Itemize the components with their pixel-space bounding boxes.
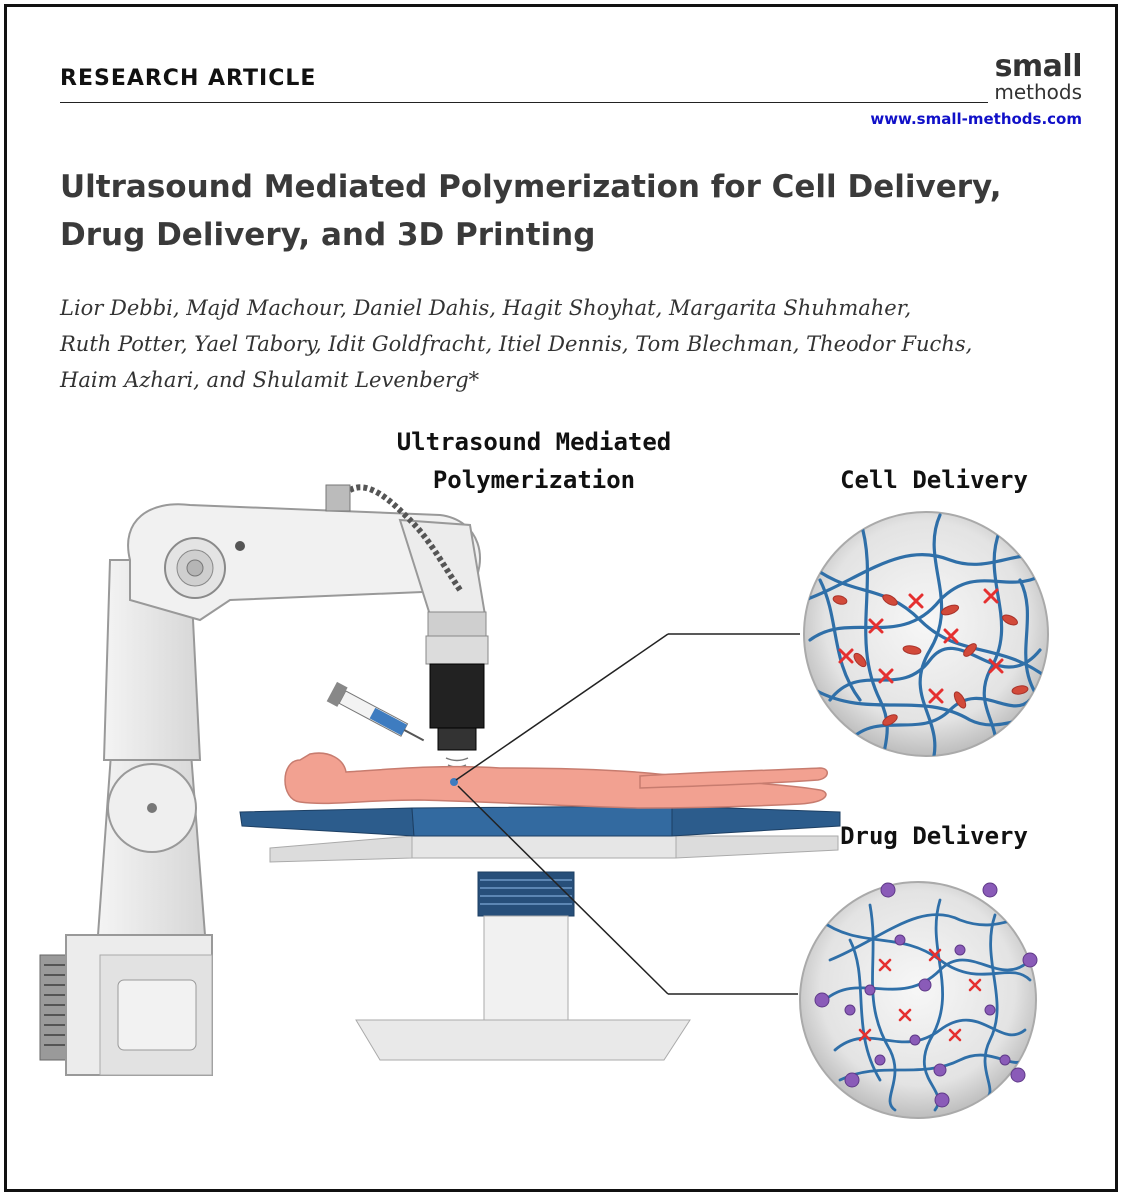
article-title: Ultrasound Mediated Polymerization for C… — [60, 169, 1002, 253]
journal-website-link[interactable]: www.small-methods.com — [870, 110, 1082, 128]
journal-logo-line1: small — [994, 49, 1083, 84]
journal-logo-line2: methods — [994, 80, 1082, 104]
label-ultrasound-line2: Polymerization — [433, 466, 635, 494]
robot-upper-arm — [127, 484, 487, 622]
author-line-2: Ruth Potter, Yael Tabory, Idit Goldfrach… — [60, 332, 973, 356]
label-ultrasound-line1: Ultrasound Mediated — [397, 428, 672, 456]
ultrasound-transducer — [425, 611, 489, 774]
robot-lower-arm — [96, 559, 207, 936]
author-list: Lior Debbi, Majd Machour, Daniel Dahis, … — [60, 290, 1080, 398]
page-border — [4, 4, 1118, 1192]
author-line-3: Haim Azhari, and Shulamit Levenberg* — [60, 368, 480, 392]
operating-table — [239, 805, 841, 1061]
cell-delivery-magnified-view — [803, 511, 1049, 757]
section-label: RESEARCH ARTICLE — [60, 66, 317, 91]
header-rule — [60, 102, 988, 103]
robot-base — [39, 934, 213, 1076]
syringe-icon — [326, 681, 425, 742]
journal-logo: small methods — [994, 49, 1083, 104]
patient-body — [284, 752, 828, 809]
callout-lines — [455, 633, 800, 995]
label-drug-delivery: Drug Delivery — [840, 822, 1028, 850]
label-cell-delivery: Cell Delivery — [840, 466, 1028, 494]
drug-delivery-magnified-view — [799, 881, 1038, 1119]
author-line-1: Lior Debbi, Majd Machour, Daniel Dahis, … — [60, 296, 912, 320]
graphical-abstract: Ultrasound Mediated Polymerization Cell … — [39, 428, 1049, 1119]
